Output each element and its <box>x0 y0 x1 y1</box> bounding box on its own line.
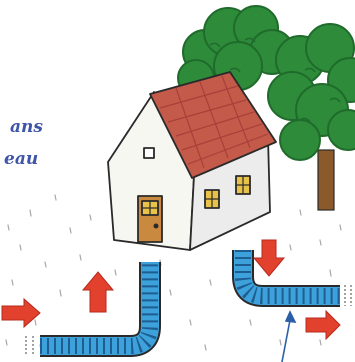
tree-trunk <box>318 150 334 210</box>
pipe-end-cap-right <box>345 285 351 306</box>
pipe-end-cap-left <box>26 336 33 356</box>
flow-arrow-in-left <box>2 299 40 327</box>
pointer-arrow <box>282 312 295 362</box>
flow-arrow-down <box>254 240 284 276</box>
flow-arrow-up <box>83 272 113 312</box>
flow-arrow-out-right <box>306 311 340 339</box>
house-illustration <box>108 72 276 250</box>
gable-window <box>144 148 154 158</box>
tree-canopy-right <box>268 24 355 160</box>
door-knob <box>154 224 157 227</box>
pipe-illustration-outlet <box>243 250 340 296</box>
